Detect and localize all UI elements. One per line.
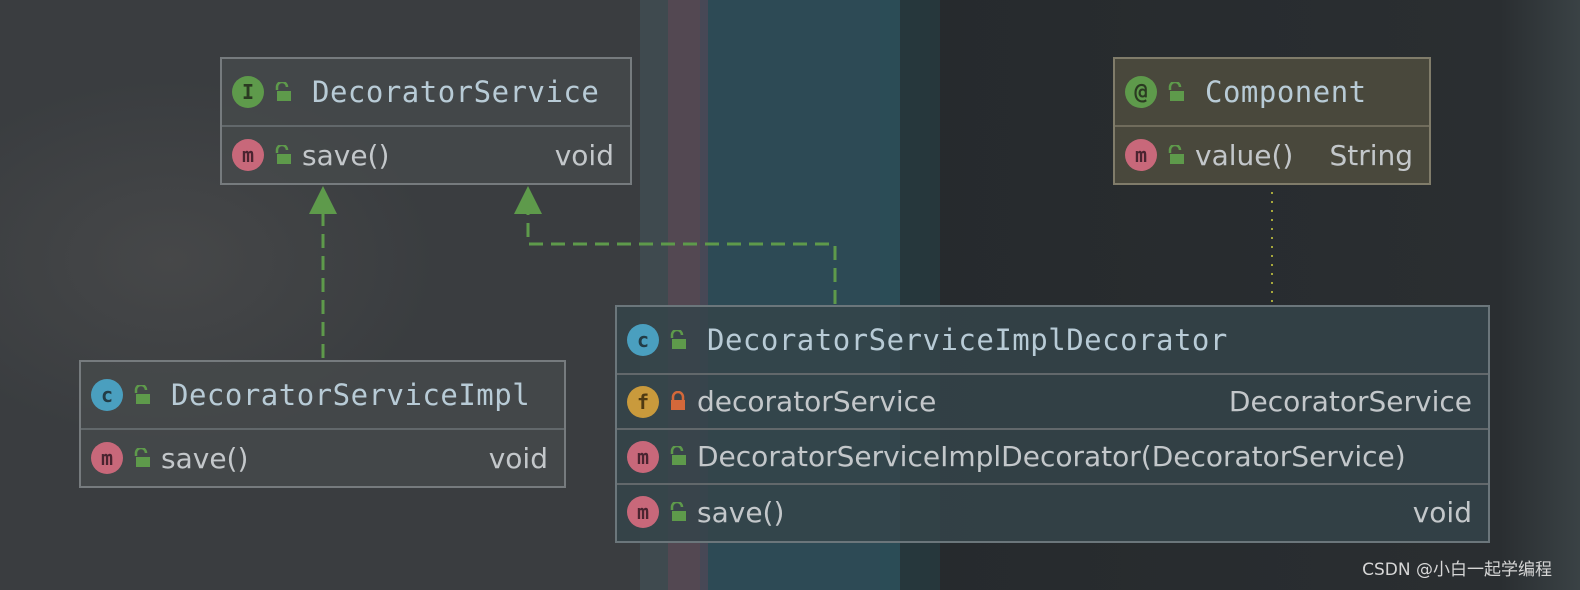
node-header: c DecoratorServiceImpl bbox=[81, 362, 564, 428]
member-name: value() bbox=[1195, 138, 1294, 172]
implements-edge-impl-decorator bbox=[526, 214, 837, 304]
interface-icon: I bbox=[232, 76, 264, 108]
unlock-icon bbox=[1167, 76, 1185, 109]
node-title: DecoratorServiceImpl bbox=[171, 378, 531, 412]
class-icon: c bbox=[627, 324, 659, 356]
node-title: Component bbox=[1205, 75, 1367, 109]
node-header: I DecoratorService bbox=[222, 59, 630, 125]
class-icon: c bbox=[91, 379, 123, 411]
unlock-icon bbox=[274, 76, 292, 109]
unlock-icon bbox=[669, 324, 687, 357]
arrowhead bbox=[309, 186, 337, 214]
member-row[interactable]: m value() String bbox=[1115, 125, 1429, 183]
field-icon: f bbox=[627, 385, 659, 418]
member-type: void bbox=[1412, 495, 1472, 529]
node-decorator-service[interactable]: I DecoratorService m save() void bbox=[220, 57, 632, 185]
member-name: decoratorService bbox=[697, 385, 937, 418]
unlock-icon bbox=[669, 496, 687, 529]
member-row[interactable]: f decoratorService DecoratorService bbox=[617, 373, 1488, 428]
unlock-icon bbox=[133, 442, 151, 475]
annotation-icon: @ bbox=[1125, 76, 1157, 108]
member-row[interactable]: m DecoratorServiceImplDecorator(Decorato… bbox=[617, 428, 1488, 483]
member-row[interactable]: m save() void bbox=[222, 125, 630, 183]
unlock-icon bbox=[1167, 139, 1185, 172]
node-title: DecoratorService bbox=[312, 75, 600, 109]
node-header: c DecoratorServiceImplDecorator bbox=[617, 307, 1488, 373]
method-icon: m bbox=[627, 496, 659, 528]
node-decorator-service-impl-decorator[interactable]: c DecoratorServiceImplDecorator f decora… bbox=[615, 305, 1490, 543]
member-row[interactable]: m save() void bbox=[617, 483, 1488, 539]
member-type: void bbox=[554, 138, 614, 172]
unlock-icon bbox=[669, 440, 687, 473]
unlock-icon bbox=[133, 379, 151, 412]
node-decorator-service-impl[interactable]: c DecoratorServiceImpl m save() void bbox=[79, 360, 566, 488]
node-header: @ Component bbox=[1115, 59, 1429, 125]
member-name: DecoratorServiceImplDecorator(DecoratorS… bbox=[697, 440, 1406, 473]
node-title: DecoratorServiceImplDecorator bbox=[707, 323, 1228, 357]
member-type: void bbox=[488, 441, 548, 475]
member-type: DecoratorService bbox=[1228, 385, 1472, 418]
method-icon: m bbox=[1125, 139, 1157, 171]
node-component[interactable]: @ Component m value() String bbox=[1113, 57, 1431, 185]
member-name: save() bbox=[302, 138, 390, 172]
method-icon: m bbox=[627, 440, 659, 473]
arrowhead bbox=[514, 186, 542, 214]
member-row[interactable]: m save() void bbox=[81, 428, 564, 486]
method-icon: m bbox=[91, 442, 123, 474]
member-name: save() bbox=[161, 441, 249, 475]
member-name: save() bbox=[697, 495, 785, 529]
unlock-icon bbox=[274, 139, 292, 172]
member-type: String bbox=[1329, 138, 1413, 172]
method-icon: m bbox=[232, 139, 264, 171]
watermark: CSDN @小白一起学编程 bbox=[1362, 560, 1552, 580]
lock-icon bbox=[669, 385, 687, 418]
